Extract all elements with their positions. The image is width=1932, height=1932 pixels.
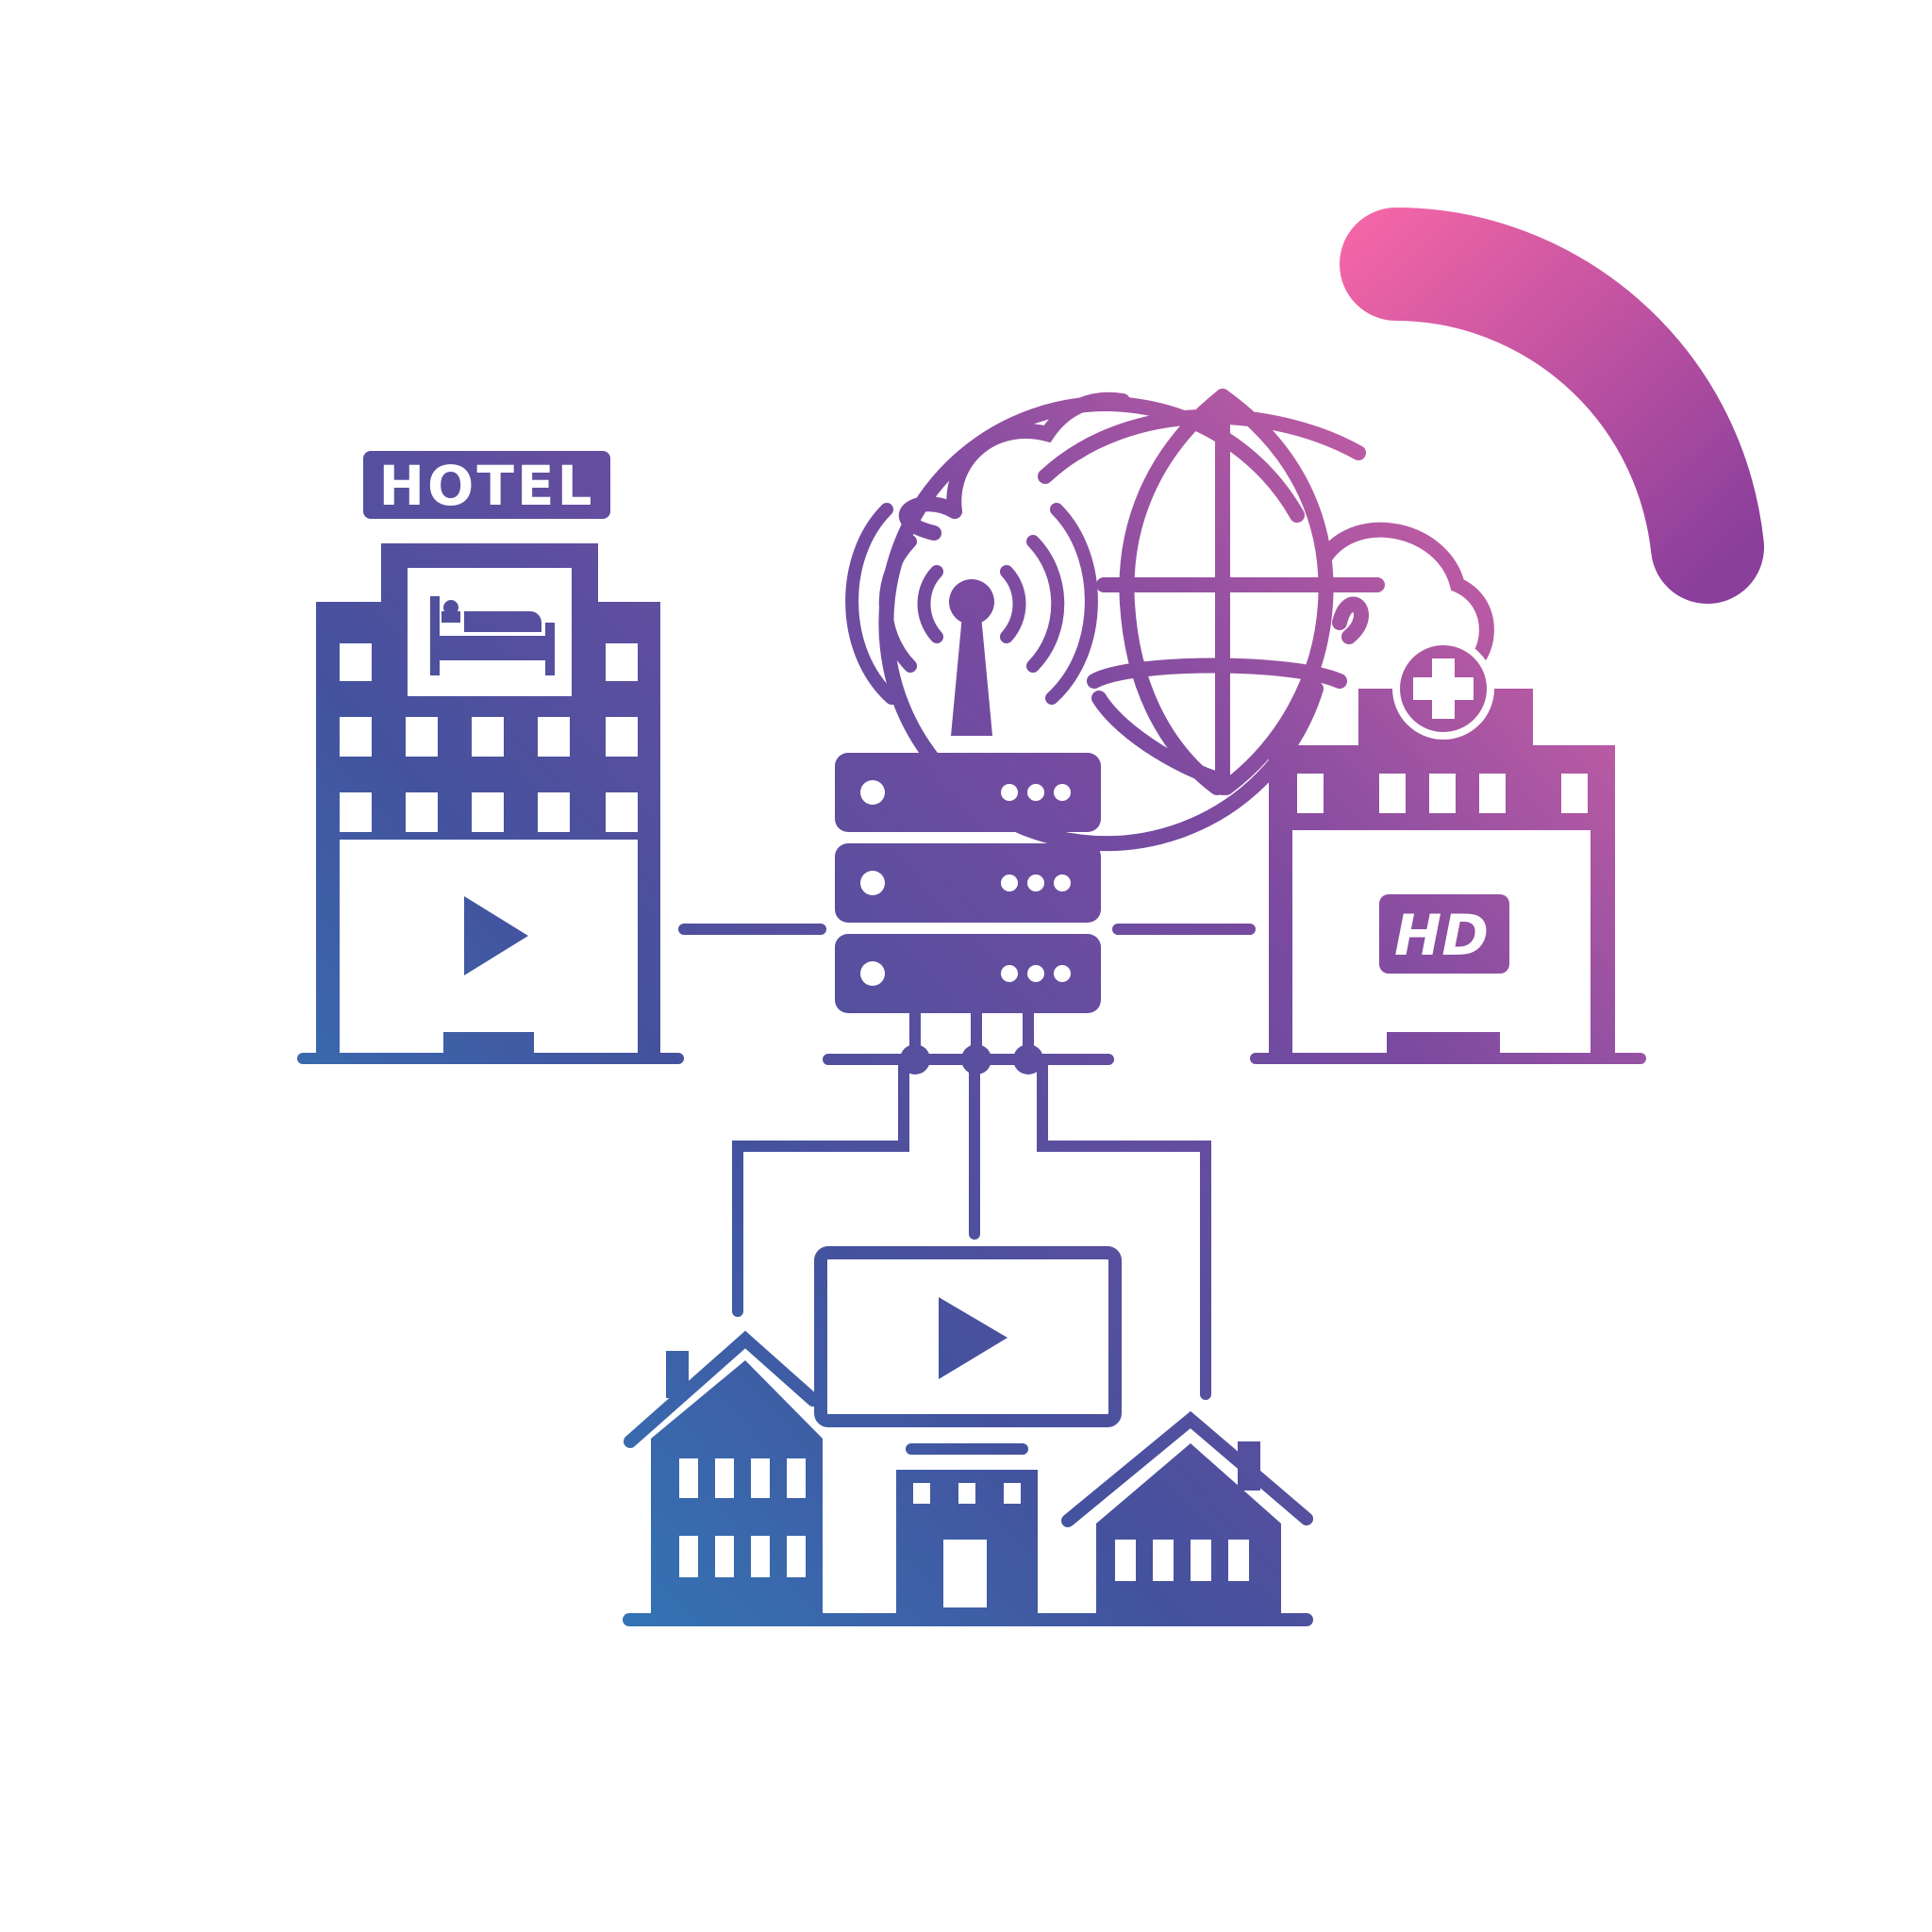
hotel-sign-label: HOTEL xyxy=(379,454,595,518)
medical-cross-icon xyxy=(1392,638,1494,740)
play-icon xyxy=(939,1297,1008,1379)
server-rack-icon xyxy=(835,753,1101,1013)
signal-arc-icon xyxy=(1340,208,1764,604)
junction-nodes xyxy=(900,1044,1043,1074)
hotel-building-icon: HOTEL xyxy=(297,451,684,1064)
globe-icon xyxy=(878,389,1385,852)
bed-icon xyxy=(417,577,562,687)
hd-badge-label: HD xyxy=(1394,903,1489,969)
hd-badge-icon: HD xyxy=(1379,894,1509,974)
play-icon xyxy=(464,896,528,975)
houses-icon xyxy=(623,1246,1313,1626)
network-links xyxy=(678,924,1256,1400)
hospital-building-icon: HD xyxy=(1250,638,1646,1064)
antenna-icon xyxy=(845,503,1098,736)
